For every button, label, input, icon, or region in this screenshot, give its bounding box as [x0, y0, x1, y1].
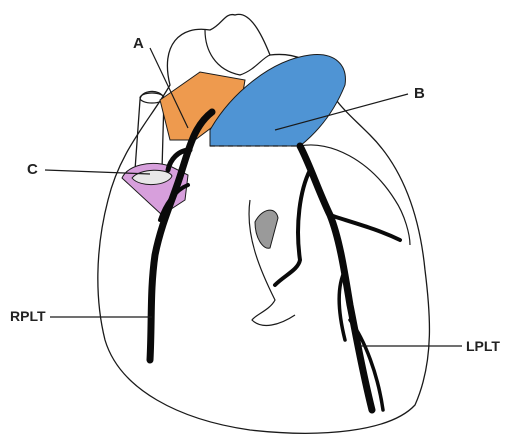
left-coronary-vessel	[300, 146, 372, 410]
label-a: A	[133, 36, 144, 51]
left-coronary-branch-1	[330, 215, 400, 240]
left-coronary-branch-2	[275, 170, 310, 285]
appendage-hatched	[255, 210, 278, 248]
label-lplt: LPLT	[466, 339, 500, 353]
label-b: B	[414, 86, 425, 101]
right-coronary-vessel	[150, 112, 212, 360]
label-rplt: RPLT	[10, 309, 46, 323]
aorta-top-outline	[205, 30, 270, 75]
label-c: C	[27, 162, 38, 177]
left-atrium-outline	[300, 145, 410, 245]
